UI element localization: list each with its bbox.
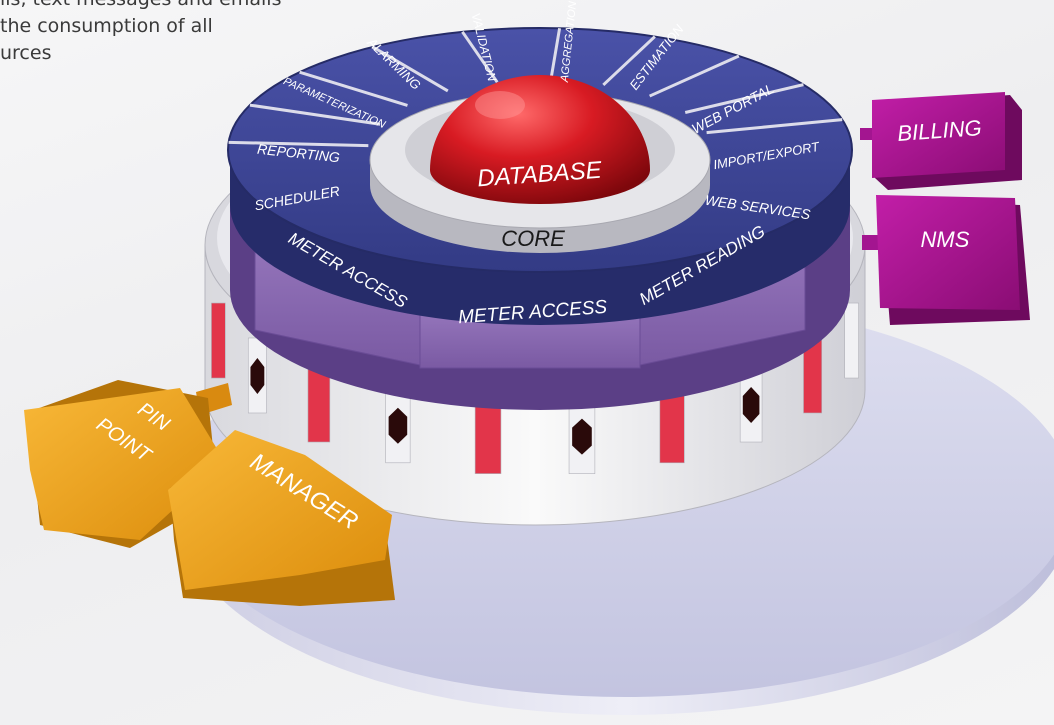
module-divider bbox=[602, 35, 656, 87]
gear-hex-socket bbox=[742, 387, 760, 424]
module-dividers bbox=[228, 27, 843, 148]
gear-hex-socket bbox=[250, 357, 265, 394]
module-divider bbox=[649, 54, 740, 98]
intro-line: urces bbox=[0, 42, 52, 64]
module-divider bbox=[549, 27, 562, 81]
intro-line: the consumption of all bbox=[0, 15, 213, 37]
nms-module: NMS bbox=[862, 195, 1030, 325]
module-divider bbox=[706, 118, 843, 135]
module-divider bbox=[228, 140, 369, 148]
intro-line: ils, text messages and emails bbox=[0, 0, 400, 13]
gear-tooth-red bbox=[307, 366, 331, 443]
database-dome bbox=[430, 75, 650, 204]
module-divider bbox=[372, 45, 449, 93]
gear-tooth-red bbox=[211, 302, 226, 379]
gear-tooth-red bbox=[474, 398, 502, 474]
module-divider bbox=[299, 70, 408, 107]
intro-text: ils, text messages and emails the consum… bbox=[0, 0, 400, 67]
module-divider bbox=[684, 83, 804, 114]
billing-module: BILLING bbox=[860, 92, 1022, 190]
gear-marks bbox=[211, 302, 859, 474]
gear-hex-socket bbox=[572, 418, 592, 455]
gear-tooth-red bbox=[659, 387, 685, 464]
gear-hex-socket bbox=[388, 407, 408, 444]
pin-point-module: PIN POINT bbox=[24, 380, 232, 548]
gear-tooth-white bbox=[844, 302, 859, 379]
nms-label: NMS bbox=[921, 227, 970, 252]
core-label: CORE bbox=[501, 226, 565, 251]
billing-label: BILLING bbox=[897, 115, 983, 146]
module-divider bbox=[461, 30, 499, 84]
module-divider bbox=[249, 103, 381, 126]
